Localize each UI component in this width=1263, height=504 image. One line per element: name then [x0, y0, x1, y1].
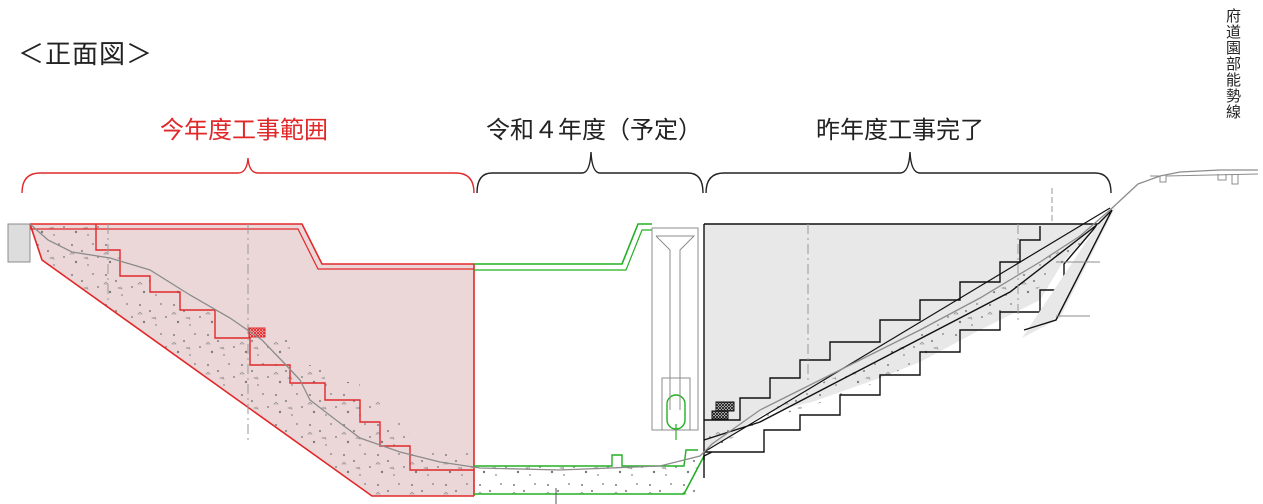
road-label: 府道園部能勢線 [1224, 8, 1242, 120]
black-hatched-block [715, 401, 735, 412]
completed-last-year-label: 昨年度工事完了 [816, 116, 984, 144]
view-title: ＜正面図＞ [18, 40, 154, 70]
existing-ground-line [29, 169, 1258, 471]
current-year-section [29, 223, 475, 497]
planned-r4-label: 令和４年度（予定） [486, 116, 702, 144]
road-structure [1150, 169, 1259, 185]
completed-section [703, 188, 1111, 478]
central-pier [651, 227, 699, 431]
current-year-brace [21, 157, 475, 194]
existing-structure-left [7, 223, 31, 263]
planned-section [474, 223, 705, 496]
current-year-work-label: 今年度工事範囲 [160, 116, 328, 144]
right-slope-wall [1022, 206, 1116, 338]
planned-brace [476, 151, 704, 194]
completed-brace [705, 151, 1112, 194]
